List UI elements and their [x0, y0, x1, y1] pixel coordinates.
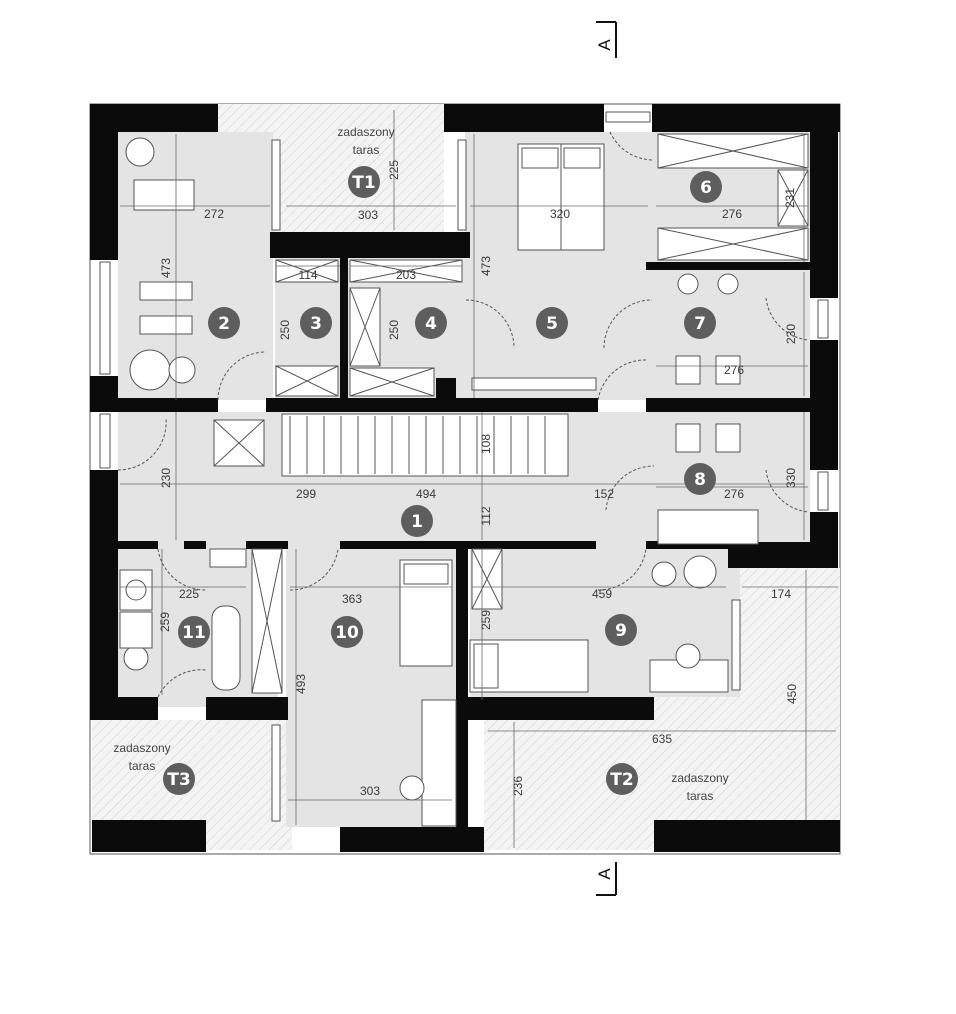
terrace-t2-caption-line2: taras [687, 789, 714, 803]
staircase [281, 413, 569, 477]
dim-room11-width: 225 [179, 587, 199, 601]
walls [90, 104, 840, 852]
room-label-8: 8 [694, 470, 706, 490]
terrace-t3-caption-line1: zadaszony [113, 741, 170, 755]
dim-t2-lower-height: 236 [511, 776, 525, 796]
room-badges: 1 2 3 4 5 6 7 8 9 10 11 T1 T2 T3 [163, 166, 722, 795]
room-label-4: 4 [425, 314, 437, 334]
room-badge-9: 9 [605, 614, 637, 646]
room-badge-t1: T1 [348, 166, 380, 198]
dim-room2-height: 473 [159, 258, 173, 278]
dim-t1-width: 303 [358, 208, 378, 222]
dim-room4-height: 250 [387, 320, 401, 340]
dim-room8-height: 330 [784, 468, 798, 488]
windows [99, 111, 829, 822]
room-label-t3: T3 [167, 770, 190, 790]
room-label-t1: T1 [352, 173, 375, 193]
dim-t2-height: 450 [785, 684, 799, 704]
dim-room2-width: 272 [204, 207, 224, 221]
room-badge-2: 2 [208, 307, 240, 339]
terrace-t1-caption-line2: taras [353, 143, 380, 157]
dim-room3-height: 250 [278, 320, 292, 340]
room-label-t2: T2 [610, 770, 633, 790]
room-label-5: 5 [546, 314, 558, 334]
dim-room11-height: 259 [158, 612, 172, 632]
room-badge-4: 4 [415, 307, 447, 339]
room-label-9: 9 [615, 621, 627, 641]
dim-t2-top-width: 174 [771, 587, 791, 601]
dim-hall-lower-height: 112 [479, 506, 493, 525]
dim-hall-left-width: 299 [296, 487, 316, 501]
room-label-11: 11 [182, 623, 206, 643]
section-marker-bottom: A [595, 862, 617, 896]
dimension-lines [120, 110, 838, 848]
terrace-t1-caption-line1: zadaszony [337, 125, 394, 139]
dim-room10-lower-width: 303 [360, 784, 380, 798]
room-label-3: 3 [310, 314, 322, 334]
dim-room10-height: 493 [294, 674, 308, 694]
room-label-10: 10 [335, 623, 359, 643]
room-badge-8: 8 [684, 463, 716, 495]
terrace-captions: zadaszony taras zadaszony taras zadaszon… [113, 125, 728, 803]
dim-room3-width: 114 [298, 268, 317, 282]
door-swings [117, 131, 809, 698]
terrace-t3-caption-line2: taras [129, 759, 156, 773]
room-label-6: 6 [700, 178, 712, 198]
dim-room7-height: 230 [784, 324, 798, 344]
wardrobes [213, 133, 809, 694]
dim-hall-mid-width: 494 [416, 487, 436, 501]
section-label-top: A [595, 39, 614, 51]
room-label-2: 2 [218, 314, 230, 334]
dim-room4-width: 203 [396, 268, 416, 282]
dimension-labels: 303 225 272 473 114 203 250 250 320 473 … [158, 160, 799, 798]
dim-stair-gap: 108 [479, 434, 493, 454]
dim-room6-width: 276 [722, 207, 742, 221]
room-badge-3: 3 [300, 307, 332, 339]
room-badge-10: 10 [331, 616, 363, 648]
section-marker-top: A [595, 21, 617, 58]
room-badge-11: 11 [178, 616, 210, 648]
dim-room5-height: 473 [479, 256, 493, 276]
dim-hall-right-width: 152 [594, 487, 614, 501]
room-badge-6: 6 [690, 171, 722, 203]
room-badge-t2: T2 [606, 763, 638, 795]
room-badge-1: 1 [401, 505, 433, 537]
dim-t1-height: 225 [387, 160, 401, 180]
dim-hall-height: 230 [159, 468, 173, 488]
room-label-1: 1 [411, 512, 423, 532]
dim-room6-height: 231 [783, 188, 797, 208]
dim-room10-width: 363 [342, 592, 362, 606]
furniture [119, 137, 759, 827]
dim-room5-width: 320 [550, 207, 570, 221]
dim-room7-width: 276 [724, 363, 744, 377]
section-label-bottom: A [595, 868, 614, 880]
terrace-t2-caption-line1: zadaszony [671, 771, 728, 785]
dim-room8-width: 276 [724, 487, 744, 501]
room-label-7: 7 [694, 314, 706, 334]
dim-room9-height: 259 [479, 610, 493, 630]
dim-room9-width: 459 [592, 587, 612, 601]
room-badge-5: 5 [536, 307, 568, 339]
room-badge-7: 7 [684, 307, 716, 339]
dim-t2-width: 635 [652, 732, 672, 746]
room-badge-t3: T3 [163, 763, 195, 795]
